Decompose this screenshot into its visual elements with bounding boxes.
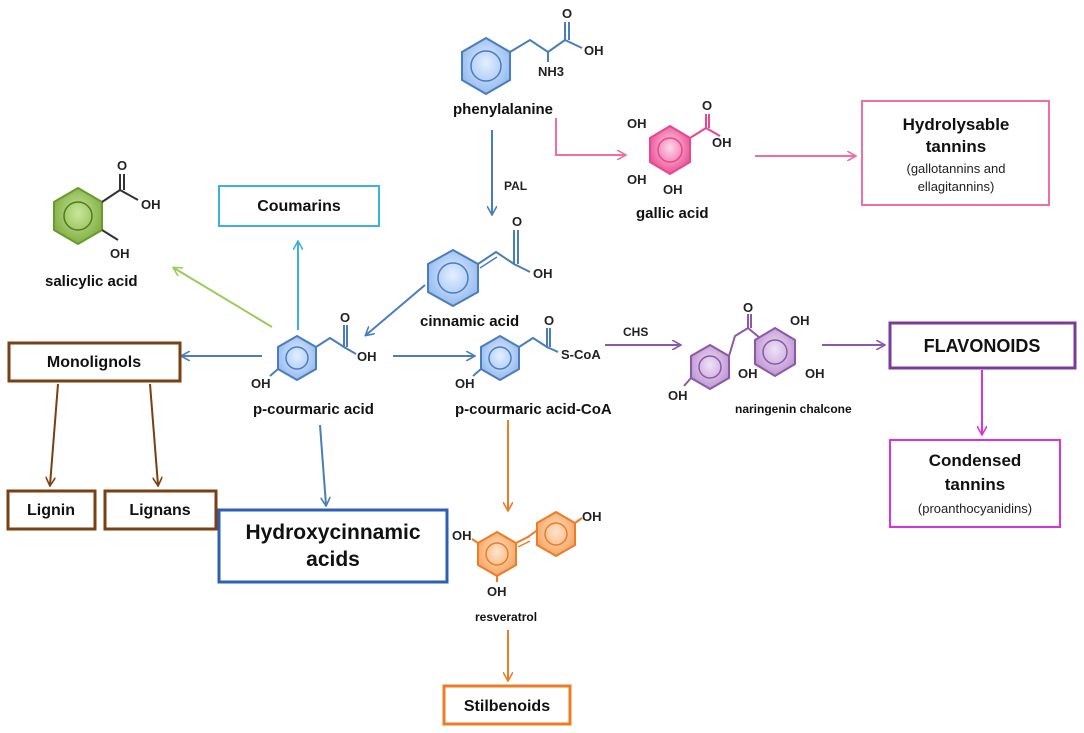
p-coumaric-acid-oh-label: OH (251, 376, 271, 391)
flavonoids-label: FLAVONOIDS (924, 336, 1041, 356)
flavonoids-box: FLAVONOIDS (888, 321, 1077, 370)
phenylalanine-nh3-label: NH3 (538, 64, 564, 79)
gallic-acid-o-label: O (702, 98, 712, 113)
resveratrol-oh-right-label: OH (582, 509, 602, 524)
arrow-monolignols-to-lignin (50, 383, 59, 485)
lignans-label: Lignans (129, 502, 190, 519)
p-coumaric-acid-cooh-oh-label: OH (357, 349, 377, 364)
gallic-acid-ring (649, 124, 691, 176)
arrow-phenylalanine-to-gallic (555, 118, 625, 155)
arrow-pcoumaric-to-hydroxycinnamic (319, 424, 326, 505)
resveratrol-oh-left-label: OH (452, 528, 472, 543)
arrow-pcoumaric-to-salicylic (174, 268, 273, 328)
naringenin-chalcone-label: naringenin chalcone (735, 402, 852, 416)
hydroxycinnamic-acids-box: Hydroxycinnamic acids (217, 508, 449, 584)
cinnamic-acid-label: cinnamic acid (420, 313, 519, 330)
condensed-tannins-box: Condensed tannins (proanthocyanidins) (889, 439, 1061, 528)
gallic-acid-cooh-oh-label: OH (712, 135, 732, 150)
resveratrol-structure: OH OH OH (452, 509, 602, 599)
gallic-acid-oh-bottom-label: OH (663, 182, 683, 197)
hydrolysable-tannins-box: Hydrolysable tannins (gallotannins and e… (861, 100, 1050, 206)
arrow-monolignols-to-lignans (149, 383, 158, 485)
phenylalanine-structure: O OH NH3 (461, 6, 604, 96)
resveratrol-label: resveratrol (475, 610, 537, 624)
cinnamic-acid-structure: O OH (427, 214, 553, 308)
lignin-box: Lignin (6, 489, 97, 531)
naringenin-o-label: O (743, 300, 753, 315)
hydrolysable-title-line1: Hydrolysable (903, 115, 1010, 134)
naringenin-oh-bottom-label: OH (738, 366, 758, 381)
lignans-box: Lignans (103, 489, 218, 531)
gallic-acid-label: gallic acid (636, 205, 709, 222)
coumarins-label: Coumarins (257, 198, 341, 215)
naringenin-oh-top-label: OH (790, 313, 810, 328)
gallic-acid-oh-left-label: OH (627, 172, 647, 187)
condensed-title-line1: Condensed (929, 451, 1022, 470)
hydrolysable-sub-line1: (gallotannins and (906, 161, 1005, 176)
p-coumaric-acid-structure: O OH OH (251, 310, 377, 391)
resveratrol-oh-bottom-label: OH (487, 584, 507, 599)
hydrolysable-sub-line2: ellagitannins) (918, 179, 995, 194)
p-coumaric-acid-coa-scoa-label: S-CoA (561, 347, 601, 362)
p-coumaric-acid-coa-o-label: O (544, 313, 554, 328)
phenylalanine-oh-label: OH (584, 43, 604, 58)
arrows (50, 118, 982, 680)
monolignols-label: Monolignols (47, 354, 141, 371)
naringenin-left-ring (690, 343, 730, 391)
salicylic-acid-label: salicylic acid (45, 273, 138, 290)
naringenin-chalcone-structure: O OH OH OH OH (668, 300, 825, 403)
gallic-acid-structure: O OH OH OH OH (627, 98, 732, 197)
p-coumaric-acid-coa-oh-label: OH (455, 376, 475, 391)
cinnamic-acid-o-label: O (512, 214, 522, 229)
salicylic-acid-cooh-oh-label: OH (141, 197, 161, 212)
arrow-cinnamic-to-pcoumaric (366, 284, 426, 335)
hydrolysable-title-line2: tannins (926, 137, 986, 156)
salicylic-acid-structure: O OH OH (53, 158, 161, 261)
coumarins-box: Coumarins (218, 185, 380, 227)
enzyme-chs: CHS (623, 325, 648, 339)
hydroxycinnamic-line2: acids (306, 548, 360, 571)
naringenin-oh-left-label: OH (668, 388, 688, 403)
monolignols-box: Monolignols (7, 341, 182, 383)
condensed-title-line2: tannins (945, 475, 1005, 494)
p-coumaric-acid-o-label: O (340, 310, 350, 325)
phenylalanine-o-label: O (562, 6, 572, 21)
stilbenoids-box: Stilbenoids (442, 684, 572, 726)
lignin-label: Lignin (27, 502, 75, 519)
resveratrol-right-ring (536, 510, 576, 558)
p-coumaric-acid-ring (277, 334, 317, 382)
stilbenoids-label: Stilbenoids (464, 698, 550, 715)
naringenin-right-ring (754, 326, 796, 378)
cinnamic-acid-oh-label: OH (533, 266, 553, 281)
p-coumaric-acid-coa-label: p-courmaric acid-CoA (455, 401, 612, 418)
p-coumaric-acid-coa-ring (480, 334, 520, 382)
phenylalanine-ring (461, 36, 511, 96)
salicylic-acid-oh-label: OH (110, 246, 130, 261)
naringenin-oh-right-label: OH (805, 366, 825, 381)
phenylalanine-label: phenylalanine (453, 101, 553, 118)
p-coumaric-acid-label: p-courmaric acid (253, 401, 374, 418)
hydroxycinnamic-line1: Hydroxycinnamic (245, 521, 420, 544)
condensed-sub: (proanthocyanidins) (918, 501, 1032, 516)
cinnamic-acid-ring (427, 248, 479, 308)
salicylic-acid-o-label: O (117, 158, 127, 173)
p-coumaric-acid-coa-structure: O S-CoA OH (455, 313, 601, 391)
salicylic-acid-ring (53, 186, 103, 246)
resveratrol-left-ring (477, 530, 517, 578)
gallic-acid-oh-top-label: OH (627, 116, 647, 131)
enzyme-pal: PAL (504, 179, 527, 193)
